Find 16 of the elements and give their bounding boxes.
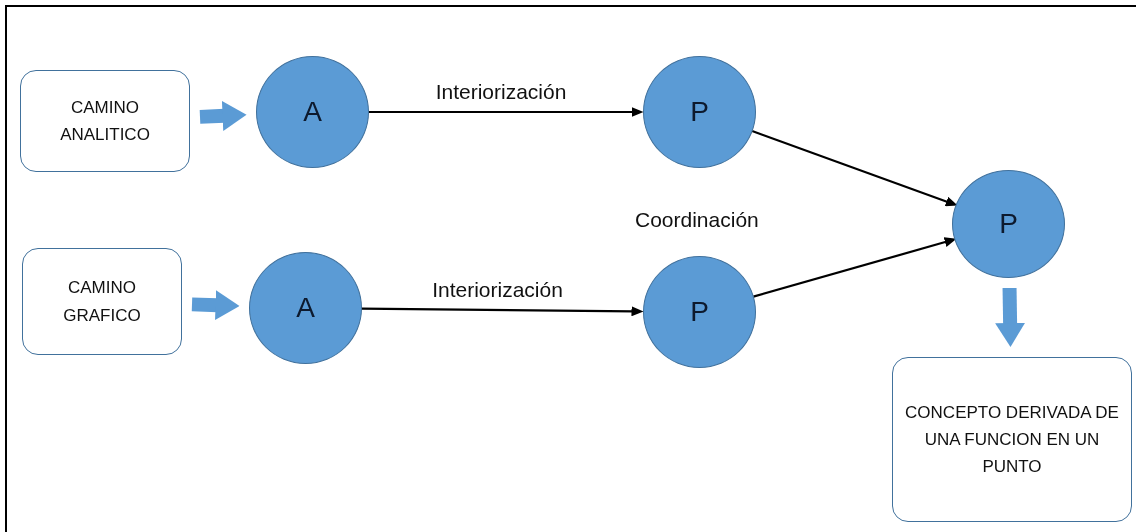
block-arrow bbox=[995, 287, 1026, 347]
circle-node: P bbox=[952, 170, 1065, 278]
block-arrow bbox=[191, 290, 240, 321]
text-box: CONCEPTO DERIVADA DE UNA FUNCION EN UN PUNTO bbox=[892, 357, 1132, 522]
block-arrow bbox=[199, 100, 247, 131]
text-box: CAMINO ANALITICO bbox=[20, 70, 190, 172]
circle-node: A bbox=[256, 56, 369, 168]
circle-node: P bbox=[643, 56, 756, 168]
arrow bbox=[751, 130, 958, 207]
arrow bbox=[368, 107, 644, 117]
text-box: CAMINO GRAFICO bbox=[22, 248, 182, 355]
arrow bbox=[361, 306, 644, 317]
circle-node: A bbox=[249, 252, 362, 364]
circle-node: P bbox=[643, 256, 756, 368]
annotation-text: Coordinación bbox=[635, 208, 759, 232]
arrow bbox=[753, 237, 957, 298]
